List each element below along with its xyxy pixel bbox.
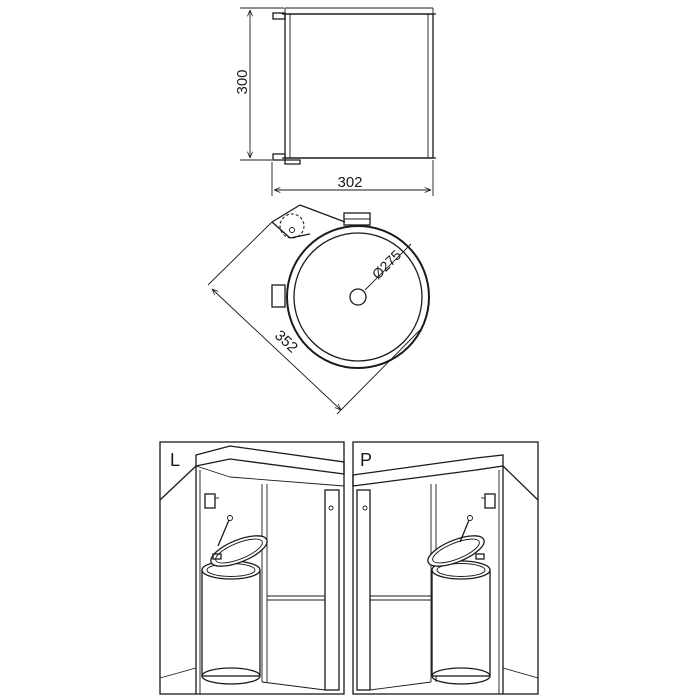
dimension-width-label: 302 [337, 174, 362, 191]
front-elevation-view [240, 7, 436, 196]
dimension-diameter-label: Ø275 [369, 247, 405, 283]
panel-right-install [352, 441, 539, 695]
panel-right-label: P [360, 450, 372, 470]
panel-left-install [159, 441, 345, 695]
dimension-height-label: 300 [234, 69, 251, 94]
plan-view [207, 204, 430, 415]
panel-left-label: L [170, 450, 180, 470]
